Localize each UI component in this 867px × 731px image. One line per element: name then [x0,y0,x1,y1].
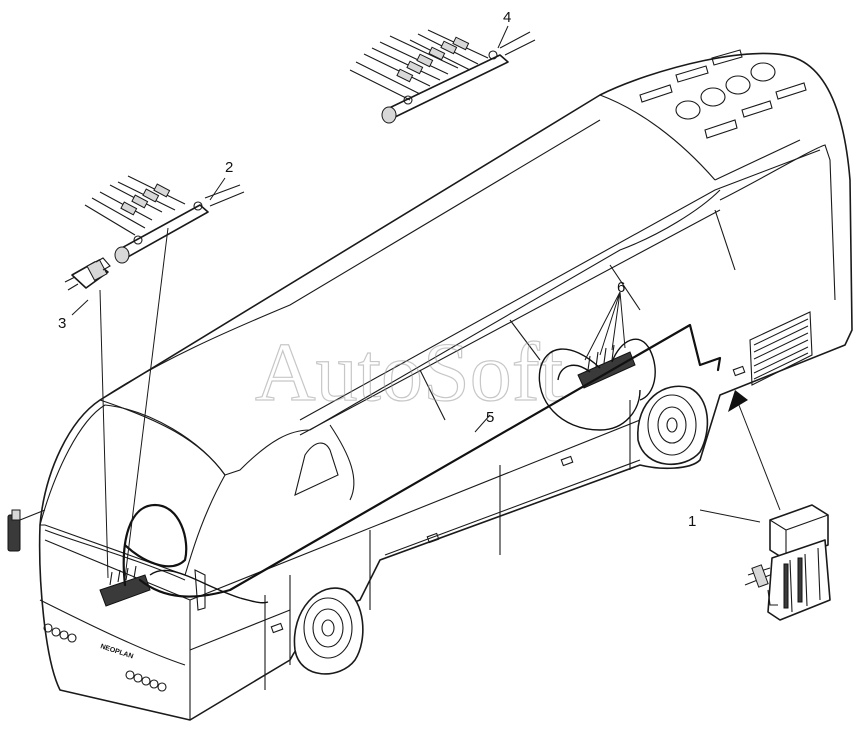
rear-wheel [637,385,709,465]
connector-block-front [99,565,151,607]
watermark: AutoSoft [255,326,563,419]
callout-6: 6 [617,279,625,296]
pointer-arrow [728,390,748,412]
control-unit-1 [744,504,831,621]
sensor-3 [64,257,111,291]
callout-3: 3 [58,315,66,332]
headlights [43,623,167,692]
bus-body: NEOPLAN [7,49,853,721]
connector-harness-2 [84,175,245,264]
connector-harness-4 [349,29,536,124]
callout-5: 5 [486,409,494,426]
side-mirror [7,509,46,552]
leader-lines [71,25,781,579]
callout-4: 4 [503,9,511,26]
front-wheel [293,587,364,675]
callout-2: 2 [225,159,233,176]
wiring-harness-5 [122,323,722,604]
callout-1: 1 [688,513,696,530]
